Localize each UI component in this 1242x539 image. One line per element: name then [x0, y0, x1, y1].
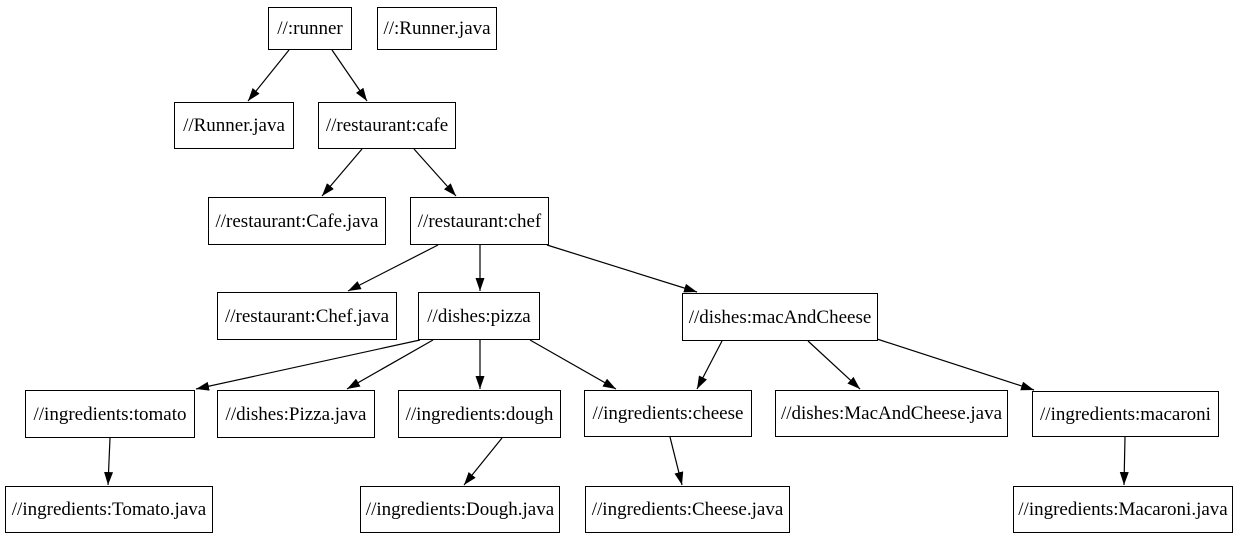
- node-runner-java: //Runner.java: [174, 102, 294, 149]
- node-label-pizza-java: //dishes:Pizza.java: [225, 403, 367, 425]
- edge-chef-to-chef-java: [347, 244, 439, 292]
- node-label-chef-java: //restaurant:Chef.java: [224, 305, 390, 327]
- edge-cafe-to-cafe-java: [321, 148, 363, 197]
- node-macaroni-java: //ingredients:Macaroni.java: [1013, 486, 1233, 533]
- node-label-cafe-java: //restaurant:Cafe.java: [215, 210, 379, 232]
- node-dough: //ingredients:dough: [398, 390, 561, 438]
- node-label-macaroni-java: //ingredients:Macaroni.java: [1018, 499, 1228, 520]
- node-label-tomato: //ingredients:tomato: [33, 403, 187, 425]
- edge-runner-to-cafe: [331, 49, 368, 102]
- edge-macandcheese-to-macandcheese-java: [807, 340, 861, 390]
- node-label-runner-java: //Runner.java: [183, 115, 285, 136]
- node-label-pizza: //dishes:pizza: [427, 305, 531, 327]
- edge-runner-to-runner-java: [247, 49, 290, 102]
- node-cafe: //restaurant:cafe: [318, 102, 456, 149]
- node-label-runner: //:runner: [277, 18, 343, 39]
- node-label-macandcheese-java: //dishes:MacAndCheese.java: [780, 403, 1003, 424]
- node-label-cafe: //restaurant:cafe: [325, 115, 449, 136]
- node-cheese-java: //ingredients:Cheese.java: [585, 486, 790, 533]
- node-tomato: //ingredients:tomato: [25, 390, 195, 438]
- edge-cafe-to-chef: [413, 148, 457, 197]
- node-cheese: //ingredients:cheese: [584, 390, 752, 437]
- node-label-runner-java-file: //:Runner.java: [383, 18, 491, 39]
- node-label-chef: //restaurant:chef: [417, 210, 542, 232]
- node-label-dough: //ingredients:dough: [405, 403, 554, 425]
- node-dough-java: //ingredients:Dough.java: [360, 486, 560, 533]
- edge-cheese-to-cheese-java: [669, 436, 684, 486]
- node-macaroni: //ingredients:macaroni: [1032, 391, 1219, 437]
- node-label-tomato-java: //ingredients:Tomato.java: [11, 499, 207, 520]
- edge-macaroni-to-macaroni-java: [1119, 436, 1129, 486]
- node-runner-java-file: //:Runner.java: [377, 7, 497, 50]
- node-label-dough-java: //ingredients:Dough.java: [365, 499, 555, 520]
- node-chef-java: //restaurant:Chef.java: [217, 292, 397, 340]
- edge-pizza-to-pizza-java: [346, 339, 434, 390]
- edge-tomato-to-tomato-java: [104, 437, 114, 486]
- node-pizza: //dishes:pizza: [418, 292, 540, 340]
- node-pizza-java: //dishes:Pizza.java: [217, 390, 375, 438]
- node-tomato-java: //ingredients:Tomato.java: [5, 486, 213, 533]
- edge-pizza-to-cheese: [529, 339, 617, 390]
- node-label-cheese-java: //ingredients:Cheese.java: [591, 499, 784, 520]
- node-label-cheese: //ingredients:cheese: [592, 403, 744, 424]
- node-runner: //:runner: [268, 7, 352, 50]
- node-chef: //restaurant:chef: [410, 197, 549, 245]
- node-macandcheese: //dishes:macAndCheese: [682, 293, 878, 341]
- node-cafe-java: //restaurant:Cafe.java: [208, 197, 386, 245]
- edge-macandcheese-to-cheese: [696, 340, 723, 390]
- node-macandcheese-java: //dishes:MacAndCheese.java: [775, 390, 1008, 437]
- edge-pizza-to-tomato: [195, 339, 421, 391]
- edge-macandcheese-to-macaroni: [876, 338, 1035, 391]
- node-label-macandcheese: //dishes:macAndCheese: [688, 306, 872, 328]
- edge-dough-to-dough-java: [463, 437, 503, 486]
- node-label-macaroni: //ingredients:macaroni: [1040, 403, 1211, 425]
- edge-chef-to-macandcheese: [546, 244, 698, 293]
